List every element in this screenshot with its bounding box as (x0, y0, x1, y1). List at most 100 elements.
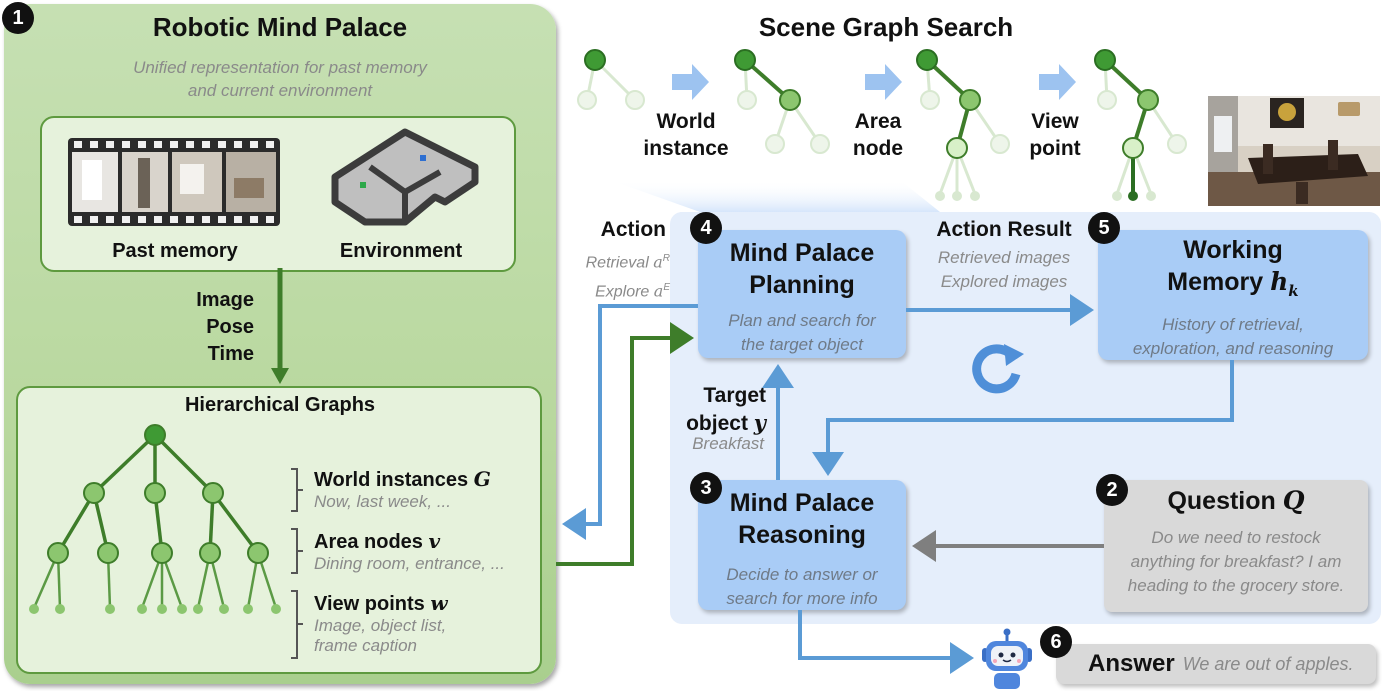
working-memory-subscript: k (1288, 282, 1299, 300)
panel-subtitle-line1: Unified representation for past memory (133, 58, 427, 77)
question-symbol: Q (1282, 486, 1305, 515)
step-world-line2: instance (643, 137, 729, 160)
target-symbol: y (753, 410, 766, 435)
robot-icon (982, 628, 1032, 689)
answer-box: Answer We are out of apples. (1056, 644, 1376, 684)
memory-to-reasoning-arrow (812, 360, 1234, 476)
past-memory-label: Past memory (112, 240, 238, 262)
action-retrieval-sup: R (662, 253, 670, 264)
action-retrieval-symbol: a (653, 252, 663, 272)
answer-title: Answer (1088, 650, 1175, 677)
level-area-title: Area nodes (314, 531, 423, 553)
step-view-line2: point (1029, 137, 1081, 160)
flow-label-pose: Pose (206, 316, 254, 338)
scene-graph-search-diagram (577, 49, 1187, 201)
step-area-line1: Area (854, 110, 902, 133)
badge-5: 5 (1088, 212, 1120, 244)
mind-palace-planning-box: Mind Palace Planning Plan and search for… (698, 230, 906, 358)
action-explore-symbol: a (653, 281, 664, 301)
action-result-title: Action Result (936, 218, 1072, 241)
reasoning-title-line2: Reasoning (738, 521, 866, 549)
target-line2: object (686, 412, 748, 435)
working-memory-title: Working Memory hk (1098, 234, 1368, 307)
level-world-symbol: G (473, 467, 491, 491)
target-object-label: Target object y (664, 382, 766, 437)
badge-2: 2 (1096, 474, 1128, 506)
reasoning-subtitle: Decide to answer or search for more info (698, 563, 906, 611)
panel-title: Robotic Mind Palace (152, 12, 408, 42)
scene-graph-search-title: Scene Graph Search (758, 12, 1014, 42)
level-view-desc-line2: frame caption (314, 636, 417, 655)
working-memory-sub-line2: exploration, and reasoning (1132, 339, 1334, 358)
down-arrow-icon (271, 268, 289, 384)
film-strip-icon (68, 138, 280, 226)
question-box: Question Q Do we need to restock anythin… (1104, 480, 1368, 612)
level-area-desc: Dining room, entrance, ... (314, 554, 505, 573)
action-title: Action (600, 218, 666, 241)
action-result-retrieved: Retrieved images (937, 248, 1071, 267)
badge-1: 1 (2, 2, 34, 34)
panel-subtitle-line2: and current environment (187, 81, 373, 100)
badge-6: 6 (1040, 626, 1072, 658)
working-memory-symbol: h (1270, 267, 1289, 296)
question-title-text: Question (1167, 487, 1276, 515)
step-world-instance: World instance (630, 108, 742, 162)
level-view-desc-line1: Image, object list, (314, 616, 447, 635)
level-area-symbol: v (428, 529, 441, 553)
question-text-line3: heading to the grocery store. (1127, 576, 1345, 595)
step-view-line1: View (1031, 110, 1079, 133)
reasoning-sub-line2: search for more info (726, 589, 878, 608)
planning-title-line2: Planning (749, 271, 855, 299)
step-view-point: View point (1008, 108, 1102, 162)
planning-title: Mind Palace Planning (698, 237, 906, 301)
answer-text: We are out of apples. (1182, 653, 1354, 674)
level-brackets-icon (291, 468, 303, 659)
working-memory-box: Working Memory hk History of retrieval, … (1098, 230, 1368, 360)
level-view-symbol: w (430, 591, 448, 615)
level-world-desc: Now, last week, ... (314, 492, 451, 511)
loop-refresh-icon (972, 344, 1024, 394)
question-text-line1: Do we need to restock (1151, 528, 1321, 547)
action-options: Retrieval aR Explore aE (556, 246, 670, 305)
step-world-line1: World (656, 110, 716, 133)
flow-label-time: Time (207, 343, 254, 365)
action-result-explored: Explored images (940, 272, 1068, 291)
level-world-instances: World instances G Now, last week, ... (314, 467, 544, 512)
working-memory-subtitle: History of retrieval, exploration, and r… (1098, 313, 1368, 361)
step-area-node: Area node (830, 108, 926, 162)
hierarchical-tree-icon (29, 424, 281, 614)
flow-label-image: Image (196, 289, 254, 311)
graphs-title: Hierarchical Graphs (184, 394, 376, 416)
badge-4: 4 (690, 212, 722, 244)
spotlight-glow (610, 180, 940, 230)
environment-floorplan-icon (331, 128, 479, 226)
working-memory-title-line1: Working (1183, 236, 1283, 264)
flow-labels: Image Pose Time (150, 287, 254, 368)
action-retrieval: Retrieval (585, 254, 649, 272)
mind-palace-reasoning-box: Mind Palace Reasoning Decide to answer o… (698, 480, 906, 610)
planning-subtitle: Plan and search for the target object (698, 309, 906, 357)
level-view-points: View points w Image, object list, frame … (314, 591, 544, 656)
reasoning-title-line1: Mind Palace (729, 489, 875, 517)
action-explore: Explore (595, 283, 650, 301)
question-text: Do we need to restock anything for break… (1104, 526, 1368, 598)
graph-output-arrow (556, 322, 694, 566)
level-view-title: View points (314, 593, 425, 615)
reasoning-to-answer-arrow (798, 610, 974, 674)
target-line1: Target (703, 384, 766, 407)
target-example: Breakfast (692, 434, 764, 453)
dining-room-photo (1208, 96, 1380, 206)
action-result-items: Retrieved images Explored images (916, 246, 1092, 294)
level-world-title: World instances (314, 469, 469, 491)
working-memory-sub-line1: History of retrieval, (1162, 315, 1304, 334)
planning-sub-line1: Plan and search for (728, 311, 876, 330)
reasoning-sub-line1: Decide to answer or (726, 565, 878, 584)
planning-title-line1: Mind Palace (729, 239, 875, 267)
panel-subtitle: Unified representation for past memory a… (60, 56, 500, 102)
action-explore-sup: E (663, 282, 670, 294)
reasoning-title: Mind Palace Reasoning (698, 487, 906, 551)
planning-sub-line2: the target object (741, 335, 863, 354)
working-memory-title-line2: Memory (1167, 268, 1264, 296)
step-area-line2: node (852, 137, 904, 160)
